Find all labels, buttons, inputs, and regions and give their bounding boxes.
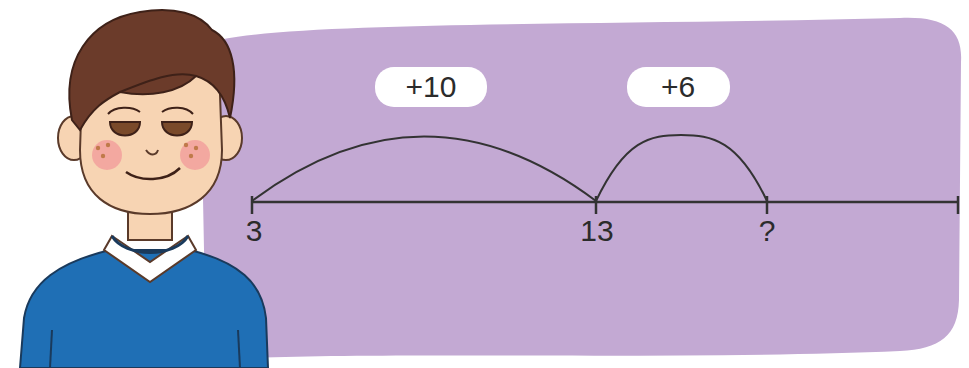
freckle bbox=[106, 143, 110, 147]
eye bbox=[110, 122, 140, 136]
cheek bbox=[92, 140, 122, 170]
freckle bbox=[101, 154, 105, 158]
number-line bbox=[252, 201, 958, 204]
jump-label: +6 bbox=[661, 72, 695, 102]
jump-label-pill: +6 bbox=[627, 67, 730, 107]
tick-mark bbox=[957, 196, 960, 214]
sweater-fold bbox=[238, 330, 240, 368]
freckle bbox=[189, 154, 193, 158]
jump-arc bbox=[252, 137, 596, 202]
number-label: 13 bbox=[580, 216, 613, 246]
boy-figure bbox=[20, 10, 268, 368]
collar bbox=[104, 236, 196, 282]
freckles bbox=[96, 143, 198, 158]
freckle bbox=[194, 146, 198, 150]
tick-mark bbox=[251, 196, 254, 214]
number-label: ? bbox=[759, 216, 776, 246]
eyebrow bbox=[108, 108, 140, 114]
freckle bbox=[184, 143, 188, 147]
hair bbox=[69, 10, 234, 130]
eyebrow bbox=[162, 108, 193, 114]
smile bbox=[126, 168, 180, 179]
cheek bbox=[180, 140, 210, 170]
background-blob bbox=[200, 18, 961, 358]
neckline bbox=[112, 236, 188, 253]
jump-label: +10 bbox=[406, 72, 457, 102]
eye bbox=[162, 122, 192, 136]
nose bbox=[146, 150, 158, 155]
hair-line bbox=[120, 74, 196, 92]
number-label: 3 bbox=[246, 216, 263, 246]
jump-arc bbox=[596, 135, 767, 201]
sweater-fold bbox=[50, 330, 52, 368]
freckle bbox=[96, 146, 100, 150]
jump-label-pill: +10 bbox=[375, 67, 487, 107]
